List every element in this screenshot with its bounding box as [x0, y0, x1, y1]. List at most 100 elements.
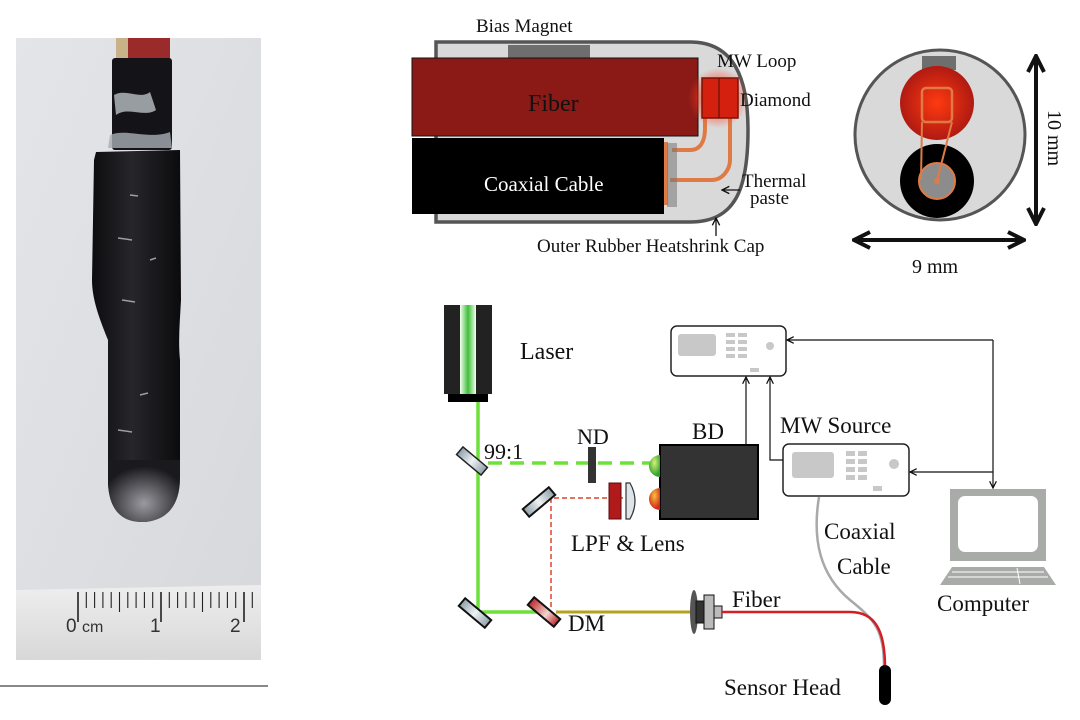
- nd-label: ND: [577, 424, 609, 449]
- signal-photodiode: [649, 488, 660, 510]
- nd-filter: [588, 447, 596, 483]
- mw-loop-label: MW Loop: [717, 51, 796, 72]
- fiber-label: Fiber: [528, 91, 579, 117]
- computer: [940, 489, 1056, 585]
- laser-beam-window: [460, 305, 476, 394]
- keypad-key: [738, 340, 747, 344]
- photo-paste-residue: [108, 132, 172, 148]
- fold-mirror-upper: [521, 485, 557, 519]
- balanced-detector: [659, 444, 759, 520]
- outer-cap-label: Outer Rubber Heatshrink Cap: [537, 236, 764, 257]
- mw-source-keypad: [846, 451, 882, 491]
- width-label: 9 mm: [912, 256, 959, 278]
- keypad-key: [726, 333, 735, 337]
- reference-photodiode: [649, 455, 660, 477]
- keypad-key: [846, 467, 855, 472]
- height-label: 10 mm: [1043, 110, 1065, 167]
- dm-label: DM: [568, 611, 605, 636]
- sensor-head: [879, 665, 891, 705]
- optical-setup: Laser 99:1 ND LPF & Lens BD: [444, 305, 1056, 705]
- ruler-label-1: 1: [150, 616, 161, 637]
- keypad-key: [738, 347, 747, 351]
- computer-label: Computer: [937, 591, 1029, 616]
- beam-splitter-99-1: [455, 445, 489, 477]
- sensor-head-label: Sensor Head: [724, 675, 841, 700]
- mw-source-display: [792, 452, 834, 478]
- photo-ruler: 0 cm 1 2: [16, 585, 261, 660]
- keypad-key: [858, 459, 867, 464]
- thermal-paste-label-1: Thermal: [742, 171, 806, 192]
- coax-label-1: Coaxial: [824, 519, 896, 544]
- lock-in-keypad: [726, 333, 759, 372]
- ruler-body: [16, 585, 261, 660]
- lock-in-knob: [766, 342, 774, 350]
- keypad-key: [858, 451, 867, 456]
- focusing-lens: [625, 482, 636, 520]
- photo-cable-red: [116, 38, 170, 60]
- end-bias-magnet: [922, 56, 956, 70]
- thermal-paste-label-2: paste: [750, 188, 789, 209]
- computer-keyboard: [940, 567, 1056, 585]
- ruler-label-0: 0: [66, 616, 77, 637]
- mw-loop: [664, 112, 732, 205]
- side-cross-section: Fiber Coaxial Cable Bias Magnet MW Loop …: [411, 16, 811, 257]
- photo-thermal-paste: [114, 92, 156, 115]
- long-pass-filter: [608, 482, 622, 520]
- laser-base: [448, 394, 488, 402]
- lock-in-amplifier: [670, 325, 787, 377]
- computer-screen: [958, 496, 1038, 552]
- keypad-key: [726, 347, 735, 351]
- end-fiber-circle: [900, 66, 974, 140]
- mw-source: [782, 443, 910, 497]
- mw-source-knob: [889, 459, 899, 469]
- fiber-label-setup: Fiber: [732, 587, 781, 612]
- keypad-key: [738, 333, 747, 337]
- keypad-key: [846, 475, 855, 480]
- laser-label: Laser: [520, 339, 573, 365]
- bias-magnet: [508, 45, 590, 59]
- diamond-label: Diamond: [740, 90, 811, 111]
- mw-source-label: MW Source: [780, 413, 891, 438]
- keypad-key: [726, 340, 735, 344]
- fold-mirror-lower: [457, 596, 493, 630]
- keypad-key: [858, 475, 867, 480]
- photo-glare: [117, 194, 157, 433]
- coaxial-cable-body: [412, 138, 664, 214]
- coax-label-2: Cable: [837, 554, 891, 579]
- coax-center-conductor: [667, 143, 677, 207]
- photo-cable-shield: [116, 38, 128, 60]
- ruler-ticks: [77, 592, 253, 622]
- ruler-label-2: 2: [230, 616, 241, 637]
- bd-label: BD: [692, 419, 724, 444]
- ruler-unit-label: cm: [82, 619, 103, 636]
- photo-cap-tip: [108, 460, 180, 522]
- coupler-ferrule: [713, 605, 723, 619]
- keypad-key: [873, 486, 882, 491]
- diamond: [701, 77, 739, 119]
- mw-ref-to-lockin-wire: [770, 377, 783, 461]
- sensor-photo: 0 cm 1 2: [16, 38, 261, 660]
- lock-in-display: [678, 334, 716, 356]
- keypad-key: [846, 459, 855, 464]
- keypad-key: [726, 354, 735, 358]
- optical-fiber-line: [722, 610, 887, 669]
- fiber-coupler: [690, 590, 723, 634]
- keypad-key: [858, 467, 867, 472]
- bias-magnet-label: Bias Magnet: [476, 16, 573, 37]
- end-cross-section: 10 mm 9 mm: [855, 48, 1065, 278]
- end-mw-loop: [920, 86, 954, 124]
- keypad-key: [846, 451, 855, 456]
- fiber-body: [411, 57, 699, 137]
- photo-heatshrink-cap: [92, 150, 181, 522]
- splitter-label: 99:1: [484, 439, 523, 464]
- end-loop-leads: [920, 121, 953, 182]
- lpf-lens-label: LPF & Lens: [571, 531, 685, 556]
- coupler-mount: [703, 594, 715, 630]
- keyboard-divider: [1016, 567, 1021, 585]
- coaxial-cable-label: Coaxial Cable: [484, 172, 604, 196]
- keypad-key: [750, 368, 759, 372]
- laser: [444, 305, 492, 402]
- dichroic-mirror: [526, 595, 562, 629]
- keypad-key: [738, 354, 747, 358]
